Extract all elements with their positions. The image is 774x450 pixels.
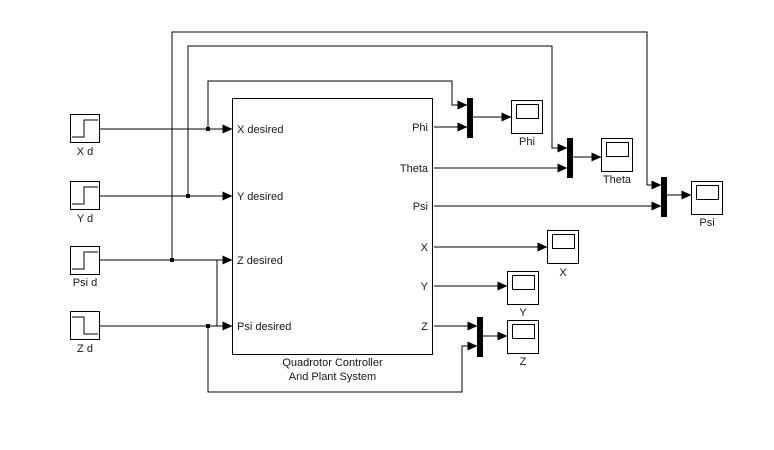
source-block-z-d[interactable] [70, 311, 100, 340]
scope-screen [512, 324, 535, 339]
scope-label-z: Z [519, 356, 527, 368]
mux-psi[interactable] [661, 177, 667, 217]
mux-theta[interactable] [567, 138, 573, 178]
scope-screen [606, 142, 629, 157]
output-port-label-x: X [420, 242, 428, 254]
input-port-label-z-desired: Z desired [237, 255, 283, 267]
branch-junction-yd [186, 194, 190, 198]
scope-screen [516, 104, 539, 119]
source-label-y-d: Y d [76, 213, 94, 225]
branch-junction-xd [206, 127, 210, 131]
scope-screen [512, 275, 535, 290]
input-port-label-y-desired: Y desired [237, 191, 284, 203]
source-block-psi-d[interactable] [70, 246, 100, 275]
step-up-icon [72, 119, 98, 138]
step-up-icon [72, 186, 98, 205]
output-port-label-y: Y [420, 281, 428, 293]
wire-zd-branch-to-z-mux[interactable] [207, 326, 478, 393]
subsystem-caption-line1: Quadrotor Controller [282, 357, 383, 369]
scope-y[interactable] [507, 271, 539, 305]
wire-zd-to-z-desired[interactable] [100, 255, 233, 327]
scope-psi[interactable] [691, 181, 723, 215]
scope-label-x: X [559, 267, 567, 279]
scope-label-psi: Psi [699, 217, 715, 229]
scope-screen [696, 185, 719, 200]
output-port-label-phi: Phi [412, 122, 428, 134]
scope-phi[interactable] [511, 100, 543, 134]
quadrotor-subsystem-block[interactable]: X desired Y desired Z desired Psi desire… [232, 98, 433, 355]
output-port-label-z: Z [421, 321, 428, 333]
mux-z[interactable] [477, 317, 483, 357]
output-port-label-psi: Psi [412, 201, 428, 213]
input-port-label-x-desired: X desired [237, 124, 284, 136]
subsystem-caption-line2: And Plant System [288, 371, 377, 383]
scope-label-y: Y [519, 307, 527, 319]
source-label-z-d: Z d [77, 343, 93, 355]
scope-x[interactable] [547, 230, 579, 264]
source-block-x-d[interactable] [70, 114, 100, 143]
scope-label-theta: Theta [602, 174, 632, 186]
branch-junction-psid [170, 258, 174, 262]
wire-psid-branch-to-psi-mux[interactable] [171, 31, 662, 260]
scope-theta[interactable] [601, 138, 633, 172]
wire-psid-to-psi-desired[interactable] [100, 259, 233, 331]
scope-z[interactable] [507, 320, 539, 354]
scope-label-phi: Phi [519, 136, 535, 148]
step-up-icon [72, 251, 98, 270]
wire-yd-branch-to-theta-mux[interactable] [187, 45, 568, 196]
step-down-icon [72, 316, 98, 335]
wire-xd-branch-to-phi-mux[interactable] [207, 80, 468, 129]
source-label-psi-d: Psi d [72, 277, 98, 289]
scope-screen [552, 234, 575, 249]
input-port-label-psi-desired: Psi desired [237, 321, 292, 333]
branch-junction-zd [206, 324, 210, 328]
source-block-y-d[interactable] [70, 181, 100, 210]
output-port-label-theta: Theta [399, 163, 428, 175]
mux-phi[interactable] [467, 98, 473, 138]
source-label-x-d: X d [76, 146, 94, 158]
